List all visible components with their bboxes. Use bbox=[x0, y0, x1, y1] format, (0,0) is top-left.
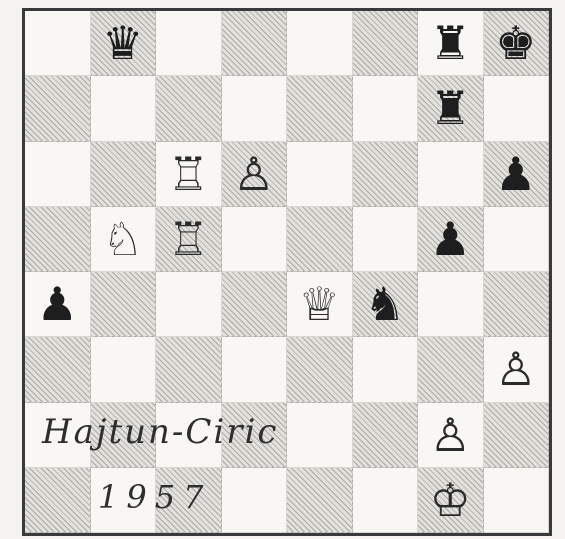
square-a6[interactable] bbox=[25, 142, 91, 207]
square-h7[interactable] bbox=[484, 76, 550, 141]
square-b8[interactable]: ♛ bbox=[91, 11, 157, 76]
square-b6[interactable] bbox=[91, 142, 157, 207]
square-h1[interactable] bbox=[484, 468, 550, 533]
white-knight-icon[interactable]: ♘ bbox=[102, 216, 143, 262]
square-f1[interactable] bbox=[353, 468, 419, 533]
square-c5[interactable]: ♖ bbox=[156, 207, 222, 272]
black-rook-icon[interactable]: ♜ bbox=[430, 85, 471, 131]
white-rook-icon[interactable]: ♖ bbox=[168, 216, 209, 262]
white-king-icon[interactable]: ♔ bbox=[430, 477, 471, 523]
square-e8[interactable] bbox=[287, 11, 353, 76]
square-h8[interactable]: ♚ bbox=[484, 11, 550, 76]
square-c4[interactable] bbox=[156, 272, 222, 337]
white-pawn-icon[interactable]: ♙ bbox=[233, 151, 274, 197]
square-e5[interactable] bbox=[287, 207, 353, 272]
square-f7[interactable] bbox=[353, 76, 419, 141]
square-f2[interactable] bbox=[353, 403, 419, 468]
square-d1[interactable] bbox=[222, 468, 288, 533]
square-b4[interactable] bbox=[91, 272, 157, 337]
square-g2[interactable]: ♙ bbox=[418, 403, 484, 468]
square-h3[interactable]: ♙ bbox=[484, 337, 550, 402]
square-d4[interactable] bbox=[222, 272, 288, 337]
square-d3[interactable] bbox=[222, 337, 288, 402]
square-a7[interactable] bbox=[25, 76, 91, 141]
players-caption: Hajtun-Ciric bbox=[42, 412, 278, 452]
square-c7[interactable] bbox=[156, 76, 222, 141]
square-d5[interactable] bbox=[222, 207, 288, 272]
square-g6[interactable] bbox=[418, 142, 484, 207]
year-caption: 1957 bbox=[98, 478, 211, 516]
square-e4[interactable]: ♕ bbox=[287, 272, 353, 337]
square-a4[interactable]: ♟ bbox=[25, 272, 91, 337]
square-h4[interactable] bbox=[484, 272, 550, 337]
white-queen-icon[interactable]: ♕ bbox=[299, 281, 340, 327]
square-e6[interactable] bbox=[287, 142, 353, 207]
square-f8[interactable] bbox=[353, 11, 419, 76]
square-f4[interactable]: ♞ bbox=[353, 272, 419, 337]
black-pawn-icon[interactable]: ♟ bbox=[495, 151, 536, 197]
square-g3[interactable] bbox=[418, 337, 484, 402]
square-b5[interactable]: ♘ bbox=[91, 207, 157, 272]
square-d8[interactable] bbox=[222, 11, 288, 76]
black-knight-icon[interactable]: ♞ bbox=[364, 281, 405, 327]
square-g8[interactable]: ♜ bbox=[418, 11, 484, 76]
square-b3[interactable] bbox=[91, 337, 157, 402]
square-h6[interactable]: ♟ bbox=[484, 142, 550, 207]
square-c8[interactable] bbox=[156, 11, 222, 76]
square-g7[interactable]: ♜ bbox=[418, 76, 484, 141]
square-e3[interactable] bbox=[287, 337, 353, 402]
square-f5[interactable] bbox=[353, 207, 419, 272]
black-pawn-icon[interactable]: ♟ bbox=[37, 281, 78, 327]
white-rook-icon[interactable]: ♖ bbox=[168, 151, 209, 197]
white-pawn-icon[interactable]: ♙ bbox=[495, 346, 536, 392]
square-f3[interactable] bbox=[353, 337, 419, 402]
square-h5[interactable] bbox=[484, 207, 550, 272]
square-a3[interactable] bbox=[25, 337, 91, 402]
black-rook-icon[interactable]: ♜ bbox=[430, 20, 471, 66]
square-e7[interactable] bbox=[287, 76, 353, 141]
square-a8[interactable] bbox=[25, 11, 91, 76]
square-g5[interactable]: ♟ bbox=[418, 207, 484, 272]
black-king-icon[interactable]: ♚ bbox=[495, 20, 536, 66]
square-c3[interactable] bbox=[156, 337, 222, 402]
square-e2[interactable] bbox=[287, 403, 353, 468]
square-b7[interactable] bbox=[91, 76, 157, 141]
square-d6[interactable]: ♙ bbox=[222, 142, 288, 207]
square-a1[interactable] bbox=[25, 468, 91, 533]
black-pawn-icon[interactable]: ♟ bbox=[430, 216, 471, 262]
square-f6[interactable] bbox=[353, 142, 419, 207]
black-queen-icon[interactable]: ♛ bbox=[102, 20, 143, 66]
square-e1[interactable] bbox=[287, 468, 353, 533]
square-d7[interactable] bbox=[222, 76, 288, 141]
chessboard: ♛ ♜ ♚ ♜ ♖ ♙ ♟ ♘ ♖ ♟ ♟ ♕ ♞ ♙ ♙ ♔ bbox=[22, 8, 552, 536]
square-a5[interactable] bbox=[25, 207, 91, 272]
square-c6[interactable]: ♖ bbox=[156, 142, 222, 207]
white-pawn-icon[interactable]: ♙ bbox=[430, 412, 471, 458]
square-h2[interactable] bbox=[484, 403, 550, 468]
square-g1[interactable]: ♔ bbox=[418, 468, 484, 533]
square-g4[interactable] bbox=[418, 272, 484, 337]
